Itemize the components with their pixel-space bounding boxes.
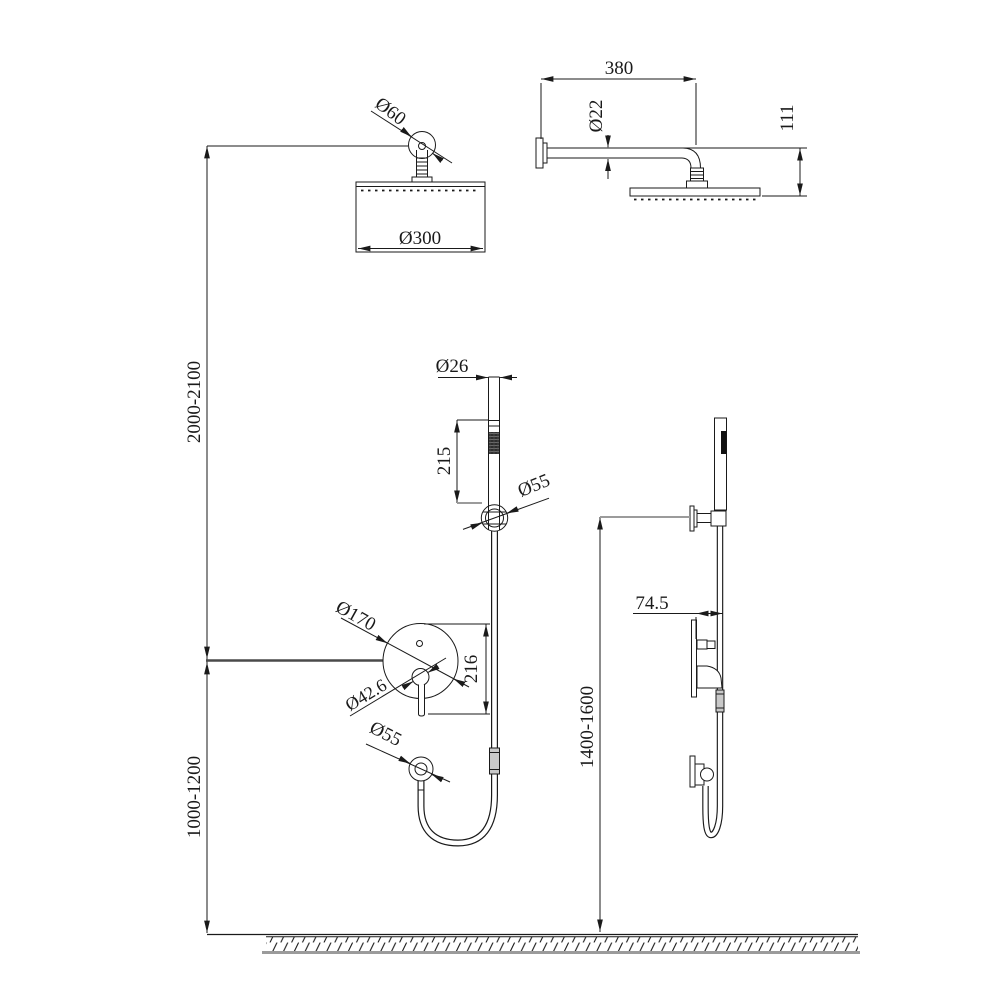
dim-label-mixer-trim-height: 216 [461, 655, 482, 684]
dim-label-arm-length: 380 [605, 58, 634, 79]
shower-arm-side-view [535, 76, 807, 201]
floor-hatch [266, 936, 858, 951]
dim-label-outlet-diameter: Ø55 [366, 717, 405, 751]
dim-label-wand-length: 215 [434, 447, 455, 476]
dim-label-height-head: 2000-2100 [184, 361, 205, 443]
dim-label-head-drop: 111 [777, 104, 798, 131]
dim-label-height-mixer: 1000-1200 [184, 756, 205, 838]
mixer-front-view [340, 617, 490, 791]
side-view-right [597, 417, 727, 932]
dim-label-head-diameter: Ø300 [399, 228, 441, 249]
shower-head-front-view [355, 110, 486, 253]
dim-label-handle-diameter: Ø42.6 [342, 675, 390, 715]
dim-label-wand-diameter: Ø26 [436, 356, 469, 377]
hand-shower-front-view [417, 374, 550, 847]
height-dimensions [204, 145, 408, 933]
dim-label-flange-diameter: Ø60 [371, 93, 410, 129]
dim-label-mixer-plate-diameter: Ø170 [332, 597, 379, 636]
dim-label-holder-diameter: Ø55 [515, 470, 553, 502]
dim-label-arm-pipe-diameter: Ø22 [586, 100, 607, 133]
floor-line [207, 933, 860, 954]
dim-label-height-holder: 1400-1600 [577, 686, 598, 768]
dim-label-wall-offset: 74.5 [635, 593, 668, 614]
